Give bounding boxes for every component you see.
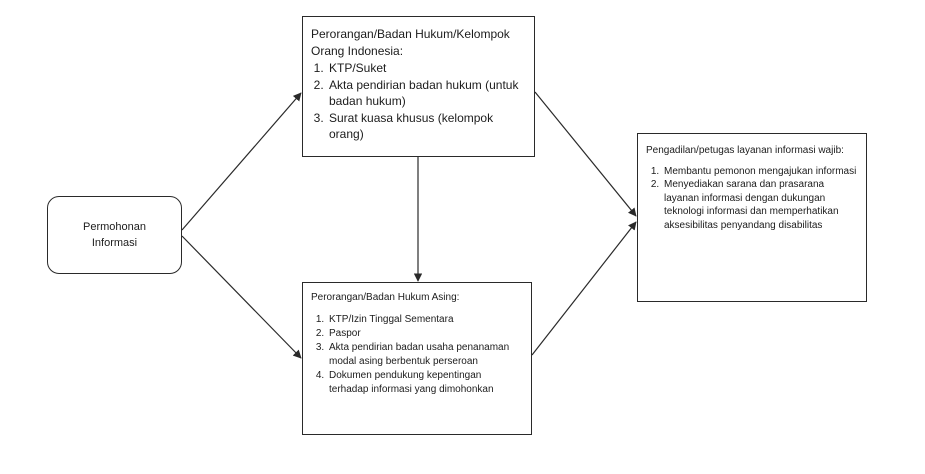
list-item: Akta pendirian badan usaha penanaman mod…: [327, 341, 523, 369]
foreign-requirements-list: KTP/Izin Tinggal Sementara Paspor Akta p…: [311, 313, 523, 397]
list-item: Surat kuasa khusus (kelompok orang): [327, 110, 526, 143]
arrow-request-to-indonesian: [181, 92, 302, 231]
foreign-requirements-box: Perorangan/Badan Hukum Asing: KTP/Izin T…: [302, 282, 532, 435]
request-label-line2: Informasi: [91, 237, 138, 249]
arrow-request-to-foreign: [181, 235, 302, 359]
request-label-line1: Permohonan: [83, 221, 146, 233]
court-officer-list: Membantu pemonon mengajukan informasi Me…: [646, 165, 858, 233]
list-item: Menyediakan sarana dan prasarana layanan…: [662, 178, 858, 232]
list-item: Membantu pemonon mengajukan informasi: [662, 165, 858, 179]
list-item: KTP/Izin Tinggal Sementara: [327, 313, 523, 327]
court-officer-box: Pengadilan/petugas layanan informasi waj…: [637, 133, 867, 302]
foreign-requirements-title: Perorangan/Badan Hukum Asing:: [311, 292, 460, 303]
list-item: KTP/Suket: [327, 60, 526, 77]
indonesian-requirements-list: KTP/Suket Akta pendirian badan hukum (un…: [311, 60, 526, 143]
list-item: Paspor: [327, 327, 523, 341]
list-item: Dokumen pendukung kepentingan terhadap i…: [327, 369, 523, 397]
request-box: Permohonan Informasi: [47, 196, 182, 274]
indonesian-requirements-box: Perorangan/Badan Hukum/Kelompok Orang In…: [302, 16, 535, 157]
court-officer-title: Pengadilan/petugas layanan informasi waj…: [646, 145, 844, 156]
list-item: Akta pendirian badan hukum (untuk badan …: [327, 77, 526, 110]
arrow-indonesian-to-court: [534, 91, 637, 217]
indonesian-requirements-title: Perorangan/Badan Hukum/Kelompok Orang In…: [311, 27, 510, 58]
arrow-foreign-to-court: [531, 221, 637, 356]
